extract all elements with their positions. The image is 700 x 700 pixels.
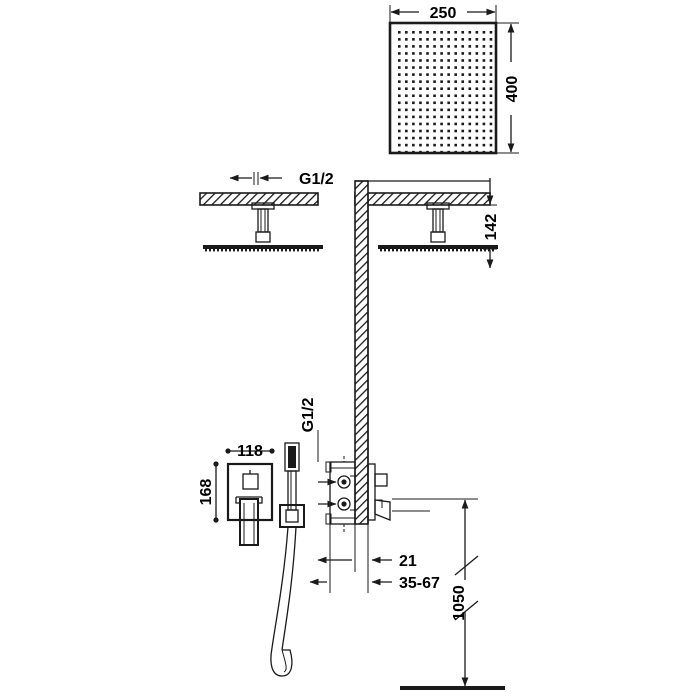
diverter-knob-side	[374, 473, 388, 487]
shower-head-left	[203, 245, 323, 249]
drop-arm-left	[257, 208, 269, 233]
bracket-inner	[285, 509, 299, 523]
valve-port-lower	[337, 497, 351, 511]
handset-spray-face	[288, 446, 296, 468]
hose-inner-bend	[281, 649, 287, 673]
valve-inlet-top	[325, 461, 332, 473]
ceiling-slab-left	[199, 192, 319, 206]
rain-panel-view: 250 400	[388, 5, 521, 155]
mixer-lever-handle	[239, 498, 259, 546]
valve-rough-body	[329, 461, 356, 525]
dimension-label-mounting-height: 1050	[451, 585, 468, 621]
valve-inlet-bottom	[325, 513, 332, 525]
ceiling-mount-right-view: 142	[378, 178, 500, 269]
arm-connector-left	[255, 231, 271, 243]
rain-panel-body	[388, 21, 498, 155]
hose-left-strand	[271, 526, 289, 649]
dimension-ceiling-thread: G1/2	[229, 171, 334, 188]
valve-port-upper	[337, 475, 351, 489]
ceiling-mount-left-view: G1/2	[199, 171, 334, 252]
handset-view	[270, 442, 305, 677]
valve-port-upper-center	[341, 479, 347, 485]
mixer-front-view: 118 168	[198, 443, 275, 546]
dimension-label-wall-offset: 21	[399, 553, 417, 570]
rain-panel-nozzle-grid	[398, 31, 493, 154]
dimension-panel-height: 400	[497, 22, 521, 154]
dimension-plate-height: 168	[198, 461, 219, 523]
dimension-panel-width: 250	[389, 5, 497, 24]
mixer-trim-plate	[226, 462, 274, 522]
hose-u-bend	[270, 647, 293, 677]
break-mark-upper	[454, 555, 479, 576]
dimension-plate-width: 118	[225, 443, 275, 460]
dimension-label-plate-width: 118	[237, 443, 263, 460]
dimension-label-panel-width: 250	[430, 5, 457, 22]
valve-port-lower-center	[341, 501, 347, 507]
valve-port-indicators	[318, 478, 337, 508]
lever-handle-side	[374, 499, 391, 521]
wall-body	[354, 180, 369, 525]
dimension-wall-offset: 21	[317, 524, 417, 593]
dimension-label-panel-height: 400	[504, 76, 521, 103]
handset-wall-bracket	[279, 504, 305, 528]
valve-section-view: G1/2	[300, 398, 430, 534]
arm-connector-right	[430, 231, 446, 243]
dimension-valve-thread: G1/2	[300, 398, 319, 462]
dimension-ceiling-drop: 142	[483, 178, 500, 269]
break-mark-lower	[454, 600, 479, 621]
floor-line	[400, 686, 505, 690]
dimension-mounting-height: 1050	[392, 498, 505, 690]
dimension-label-ceiling-thread: G1/2	[299, 171, 334, 188]
trim-plate-side	[367, 463, 376, 521]
diverter-button	[242, 473, 259, 490]
dimension-label-plate-height: 168	[198, 479, 215, 506]
dimension-label-ceiling-drop: 142	[483, 214, 500, 241]
ceiling-slab-right	[354, 192, 491, 206]
shower-head-nozzles-right	[380, 249, 494, 252]
dimension-recess-depth: 35-67	[309, 524, 440, 593]
shower-head-right	[378, 245, 498, 249]
dimension-label-recess-depth: 35-67	[399, 575, 440, 592]
dimension-label-valve-thread: G1/2	[300, 398, 317, 433]
drop-arm-right	[432, 208, 444, 233]
shower-head-nozzles-left	[205, 249, 319, 252]
hose-right-strand	[281, 526, 297, 651]
